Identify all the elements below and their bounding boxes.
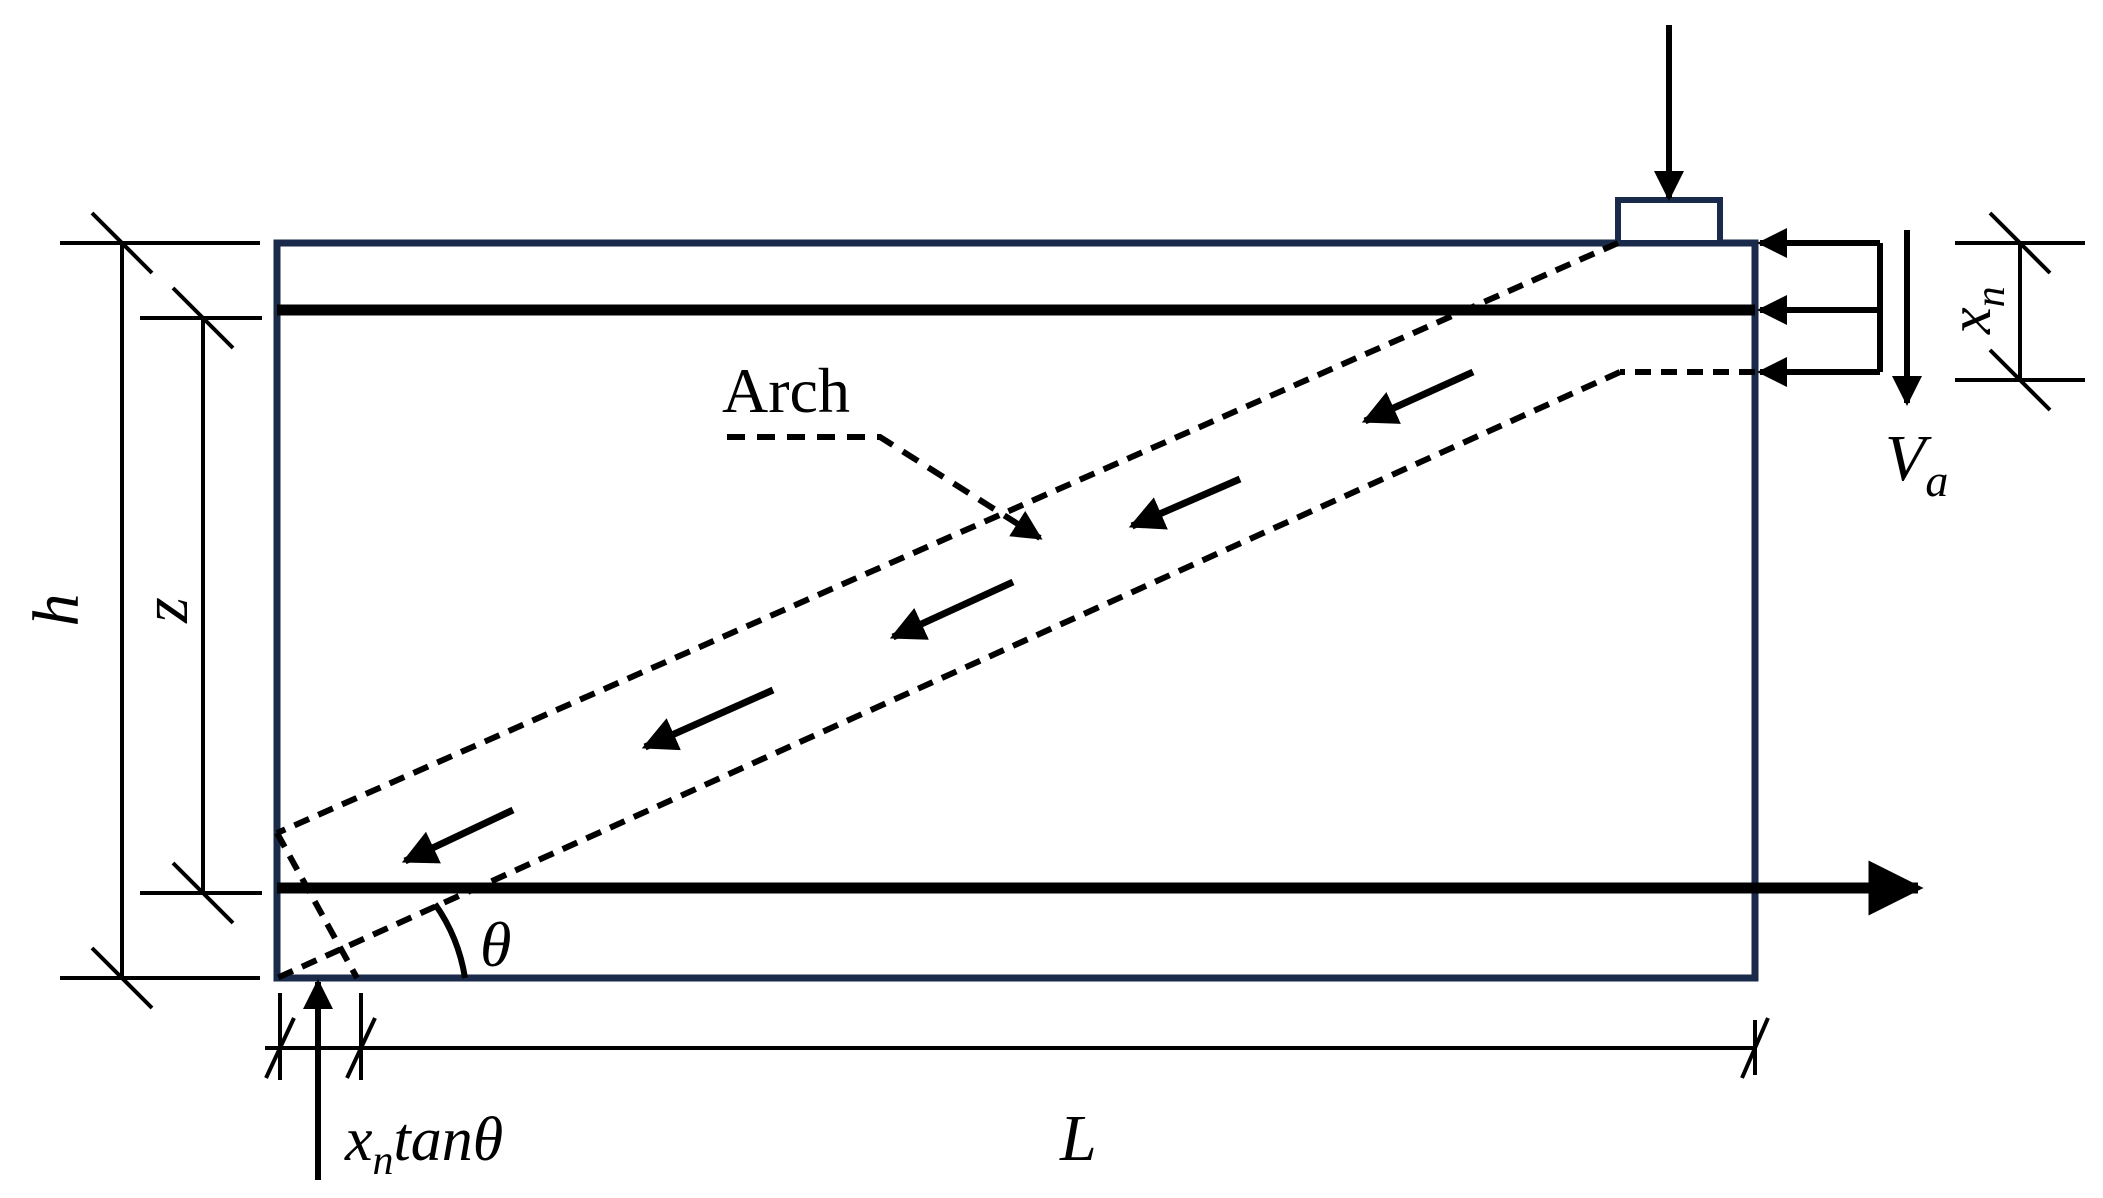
dimension-xn [1955, 211, 2085, 412]
va-label: Va [1885, 422, 1948, 506]
xn-tan-theta-label: xntanθ [344, 1106, 503, 1184]
top-bearing-plate [1615, 197, 1723, 246]
dimension-bottom [264, 993, 1770, 1080]
arch-leader [727, 434, 1043, 541]
dimension-h [60, 211, 260, 1010]
right-compression-arrows [1757, 228, 1883, 387]
xn-label: xn [1937, 286, 2014, 335]
theta-angle-arc [432, 902, 468, 979]
h-label: h [20, 594, 93, 627]
z-label: z [129, 597, 202, 624]
arch-strut-boundaries [274, 240, 1755, 981]
L-label: L [1059, 1102, 1097, 1175]
svg-text:xn: xn [1937, 286, 2014, 335]
arch-compression-arrows [401, 368, 1475, 865]
dimension-z [140, 286, 262, 925]
theta-label: θ [480, 909, 511, 980]
arch-label: Arch [722, 355, 850, 426]
beam-outline [273, 239, 1759, 982]
